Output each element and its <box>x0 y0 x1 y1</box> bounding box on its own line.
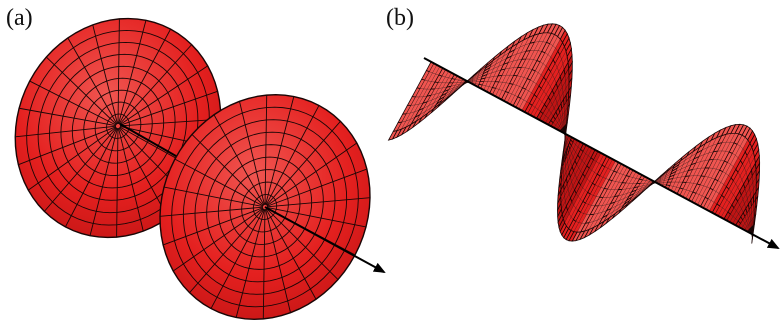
disk-spoke-line <box>65 127 118 228</box>
disk-spoke-line <box>28 126 117 191</box>
disk-spoke-line <box>174 158 264 207</box>
disk-spoke-line <box>119 65 208 126</box>
disk-spoke-line <box>118 20 147 125</box>
disk-spoke-line <box>265 208 317 300</box>
disk-spoke-line <box>265 209 291 313</box>
disk-spoke-line <box>89 128 118 236</box>
panel-b-label: (b) <box>386 5 414 31</box>
panel-a-label: (a) <box>6 5 33 31</box>
disk-spoke-line <box>264 95 268 205</box>
disk-spoke-line <box>118 127 144 232</box>
disk-spoke-line <box>118 28 171 125</box>
disk-spoke-line <box>117 18 120 124</box>
disk-spoke-line <box>191 134 264 206</box>
disk-spoke-line <box>92 24 118 125</box>
disk-spoke-line <box>267 197 371 208</box>
disk-spoke-line <box>210 208 265 309</box>
disk-spoke-line <box>19 107 117 127</box>
disk-spoke-line <box>266 121 341 206</box>
disk-spoke-line <box>266 206 367 228</box>
disk-spoke-line <box>266 142 358 207</box>
disk-spoke-line <box>159 206 263 217</box>
panel-b <box>387 23 780 249</box>
disk-spoke-line <box>116 128 119 238</box>
disk-spoke-line <box>18 126 117 166</box>
disk-spoke-line <box>239 101 265 205</box>
disk-spoke-line <box>265 105 320 206</box>
axis-arrow-a <box>264 206 386 273</box>
disk-spoke-line <box>15 125 116 138</box>
disk-spoke-line <box>235 209 265 318</box>
disk-spoke-line <box>213 114 265 206</box>
disk-spoke-line <box>262 209 266 319</box>
disk-spoke-line <box>29 80 117 126</box>
disk-spoke-line <box>266 208 339 280</box>
disk-spoke-line <box>162 207 264 246</box>
panel-a <box>14 17 386 320</box>
helical-surface <box>387 23 761 244</box>
disk-spoke-line <box>119 90 218 126</box>
disk-spoke-line <box>189 208 264 293</box>
disk-spoke-line <box>266 168 368 207</box>
disk-spoke-line <box>172 207 264 272</box>
disk-spoke-line <box>44 127 117 212</box>
disk-spoke-line <box>120 118 221 127</box>
disk-spoke-line <box>118 127 169 219</box>
disk-spoke-line <box>67 37 118 125</box>
disk-spoke-line <box>163 186 264 208</box>
disk-spoke-line <box>119 44 192 125</box>
disk-spoke-line <box>46 56 117 125</box>
disk-spoke-line <box>265 96 295 205</box>
axis-arrow-b <box>423 57 780 249</box>
